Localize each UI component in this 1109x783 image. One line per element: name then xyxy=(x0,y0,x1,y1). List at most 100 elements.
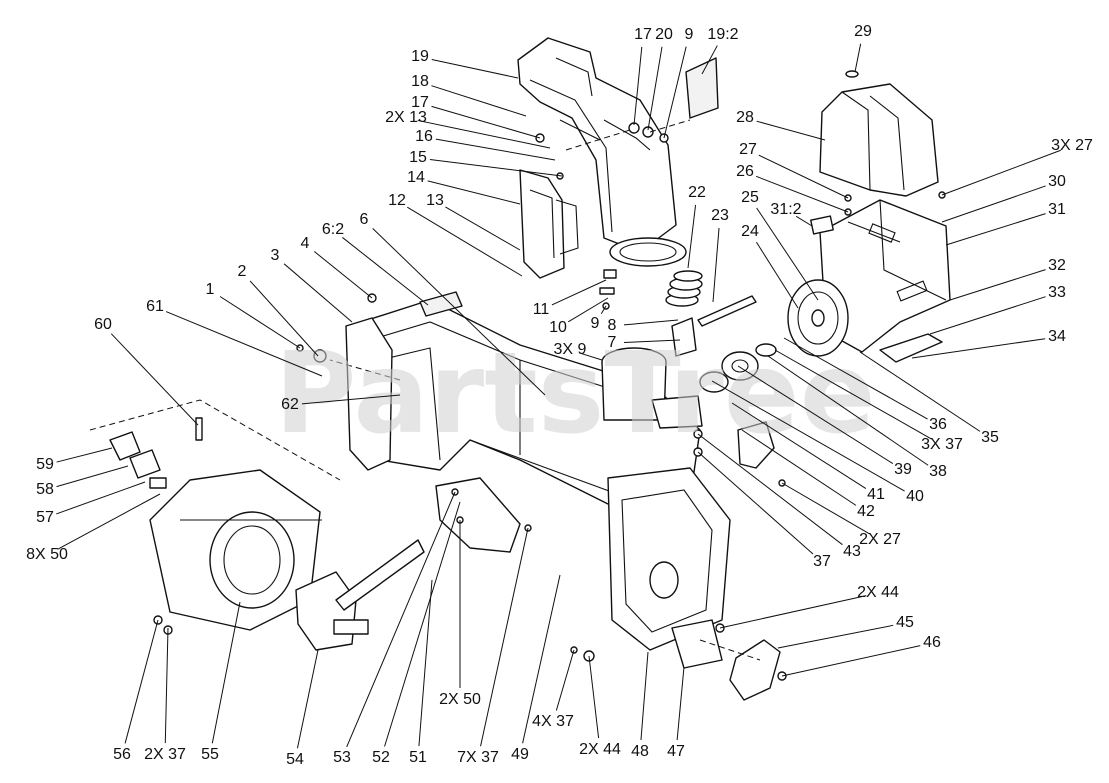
callout-label: 19 xyxy=(411,48,429,65)
leader-line xyxy=(56,447,113,463)
callout-52: 52 xyxy=(372,501,461,766)
callout-1: 1 xyxy=(206,281,301,349)
leader-line xyxy=(758,154,849,199)
callout-29: 29 xyxy=(854,23,872,73)
leader-line xyxy=(522,574,561,744)
callout-label: 53 xyxy=(333,749,351,766)
callout-label: 13 xyxy=(426,192,444,209)
callout-36: 36 xyxy=(783,337,947,433)
chute-hardware xyxy=(535,119,691,310)
callout-18: 18 xyxy=(411,73,527,117)
callout-label: 17 xyxy=(411,94,429,111)
callout-label: 7 xyxy=(608,334,617,351)
callout-2x44-b: 2X 44 xyxy=(719,584,899,629)
leader-line xyxy=(418,579,433,747)
callout-label: 61 xyxy=(146,298,164,315)
leader-line xyxy=(384,501,461,747)
auger-bracket xyxy=(435,477,521,553)
leader-line xyxy=(741,429,857,506)
callout-57: 57 xyxy=(36,481,146,526)
crank-bracket xyxy=(671,317,697,357)
callout-8: 8 xyxy=(608,317,679,334)
callout-label: 25 xyxy=(741,189,759,206)
callout-label: 35 xyxy=(981,429,999,446)
callout-6-2: 6:2 xyxy=(322,221,429,306)
callout-47: 47 xyxy=(667,666,685,760)
callout-26: 26 xyxy=(736,163,849,213)
callout-label: 34 xyxy=(1048,328,1066,345)
leader-line xyxy=(427,180,521,205)
chute-side-bracket xyxy=(519,169,579,279)
callout-label: 6 xyxy=(360,211,369,228)
callout-12: 12 xyxy=(388,192,523,277)
callout-59: 59 xyxy=(36,447,113,473)
leader-line xyxy=(431,85,527,117)
callout-37-a: 37 xyxy=(697,451,831,570)
right-side-plate xyxy=(607,467,731,651)
leader-line xyxy=(781,645,921,677)
callout-label: 8X 50 xyxy=(26,546,68,563)
leader-line xyxy=(731,402,867,489)
leader-line xyxy=(676,666,685,741)
callout-label: 42 xyxy=(857,503,875,520)
callout-label: 47 xyxy=(667,743,685,760)
callout-label: 2X 13 xyxy=(385,109,427,126)
callout-label: 33 xyxy=(1048,284,1066,301)
callout-label: 51 xyxy=(409,749,427,766)
callout-43: 43 xyxy=(697,433,861,560)
leader-line xyxy=(756,175,849,213)
callout-40: 40 xyxy=(711,380,924,505)
leader-line xyxy=(219,296,301,349)
leader-line xyxy=(777,624,894,649)
leader-line xyxy=(211,601,241,744)
callout-label: 3X 37 xyxy=(921,436,963,453)
callout-24: 24 xyxy=(741,223,799,309)
leader-line xyxy=(697,451,814,555)
callout-label: 3 xyxy=(271,247,280,264)
leader-line xyxy=(945,213,1046,246)
callout-label: 29 xyxy=(854,23,872,40)
callout-label: 38 xyxy=(929,463,947,480)
callout-label: 3X 9 xyxy=(554,341,587,358)
callout-3x37: 3X 37 xyxy=(774,349,963,453)
skid xyxy=(729,639,781,701)
callout-17-b: 17 xyxy=(633,26,652,126)
callout-23: 23 xyxy=(711,207,729,303)
callout-22: 22 xyxy=(687,184,706,269)
callout-8x50: 8X 50 xyxy=(26,493,161,563)
callout-label: 11 xyxy=(533,301,550,318)
leader-line xyxy=(431,59,519,79)
callout-14: 14 xyxy=(407,169,521,205)
callout-55: 55 xyxy=(201,601,241,763)
callout-label: 49 xyxy=(511,746,529,763)
leader-line xyxy=(711,380,905,492)
callout-62: 62 xyxy=(281,394,401,413)
callout-2x37-a: 2X 37 xyxy=(144,627,186,763)
callout-label: 54 xyxy=(286,751,304,768)
callout-17: 17 xyxy=(411,94,541,139)
leader-line xyxy=(623,319,679,326)
leader-line xyxy=(165,311,323,377)
leader-line xyxy=(737,365,894,465)
leader-line xyxy=(56,481,146,515)
callout-label: 9 xyxy=(591,315,600,332)
callout-56: 56 xyxy=(113,619,159,763)
callout-label: 8 xyxy=(608,317,617,334)
callout-label: 46 xyxy=(923,634,941,651)
impeller xyxy=(149,469,322,631)
leader-line xyxy=(697,433,843,546)
callout-11: 11 xyxy=(533,279,607,318)
crank-shaft xyxy=(697,295,757,327)
leader-line xyxy=(581,353,603,361)
callout-label: 27 xyxy=(739,141,757,158)
skid-shoe xyxy=(671,619,723,669)
callout-label: 18 xyxy=(411,73,429,90)
callout-10: 10 xyxy=(549,297,609,336)
gearbox xyxy=(295,539,425,651)
leader-line xyxy=(283,263,353,323)
callout-46: 46 xyxy=(781,634,941,677)
leader-line xyxy=(949,269,1046,301)
leader-line xyxy=(346,491,456,748)
callout-label: 26 xyxy=(736,163,754,180)
callout-label: 45 xyxy=(896,614,914,631)
